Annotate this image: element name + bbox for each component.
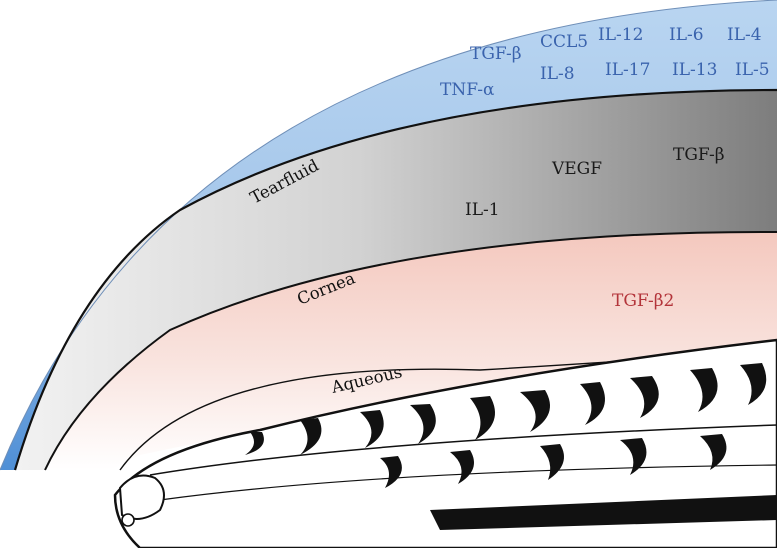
tear-cytokine-il5: IL-5	[735, 60, 770, 80]
cornea-layer	[15, 90, 777, 470]
cornea-cytokine-vegf: VEGF	[551, 159, 602, 179]
cornea-cytokine-tgfb: TGF-β	[673, 145, 725, 165]
tear-cytokine-il13: IL-13	[672, 60, 717, 80]
tear-fluid-layer	[0, 0, 777, 470]
aqueous-layer	[45, 231, 777, 470]
tear-cytokine-il12: IL-12	[598, 25, 643, 45]
tear-cytokine-il8: IL-8	[540, 64, 575, 84]
tear-cytokine-tnfa: TNF-α	[440, 80, 495, 100]
aqueous-cytokine-tgfb2: TGF-β2	[612, 291, 674, 311]
tear-cytokine-il4: IL-4	[727, 25, 762, 45]
cornea-aqueous-boundary	[44, 230, 777, 471]
tear-cornea-boundary	[13, 88, 777, 471]
iris-tissue	[113, 338, 777, 548]
tear-cytokine-tgfb: TGF-β	[470, 44, 522, 64]
tear-cytokine-il17: IL-17	[605, 60, 650, 80]
tear-cytokine-ccl5: CCL5	[540, 32, 588, 52]
cornea-cytokine-il1: IL-1	[465, 200, 500, 220]
tear-cytokine-il6: IL-6	[669, 25, 704, 45]
